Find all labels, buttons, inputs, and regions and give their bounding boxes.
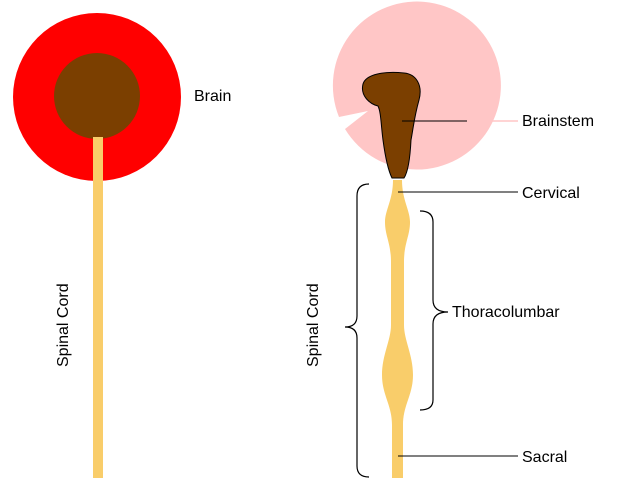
sacral-label: Sacral [522, 449, 567, 466]
spinal-cord-brace [345, 184, 369, 477]
left-brain-label: Brain [194, 88, 231, 105]
thoracolumbar-bracket [420, 211, 448, 410]
left-spinal-cord-top [93, 137, 103, 182]
right-diagram: Brainstem Cervical Thoracolumbar Sacral … [305, 2, 594, 478]
thoracolumbar-label: Thoracolumbar [452, 304, 560, 321]
brainstem-label: Brainstem [522, 113, 594, 130]
left-brain-inner [54, 53, 140, 139]
cervical-label: Cervical [522, 185, 580, 202]
left-diagram: Brain Spinal Cord [13, 13, 231, 478]
left-spinal-cord [93, 132, 103, 478]
left-spinal-cord-label: Spinal Cord [55, 283, 72, 367]
right-spinal-cord-label: Spinal Cord [305, 283, 322, 367]
right-spinal-cord [382, 180, 413, 478]
